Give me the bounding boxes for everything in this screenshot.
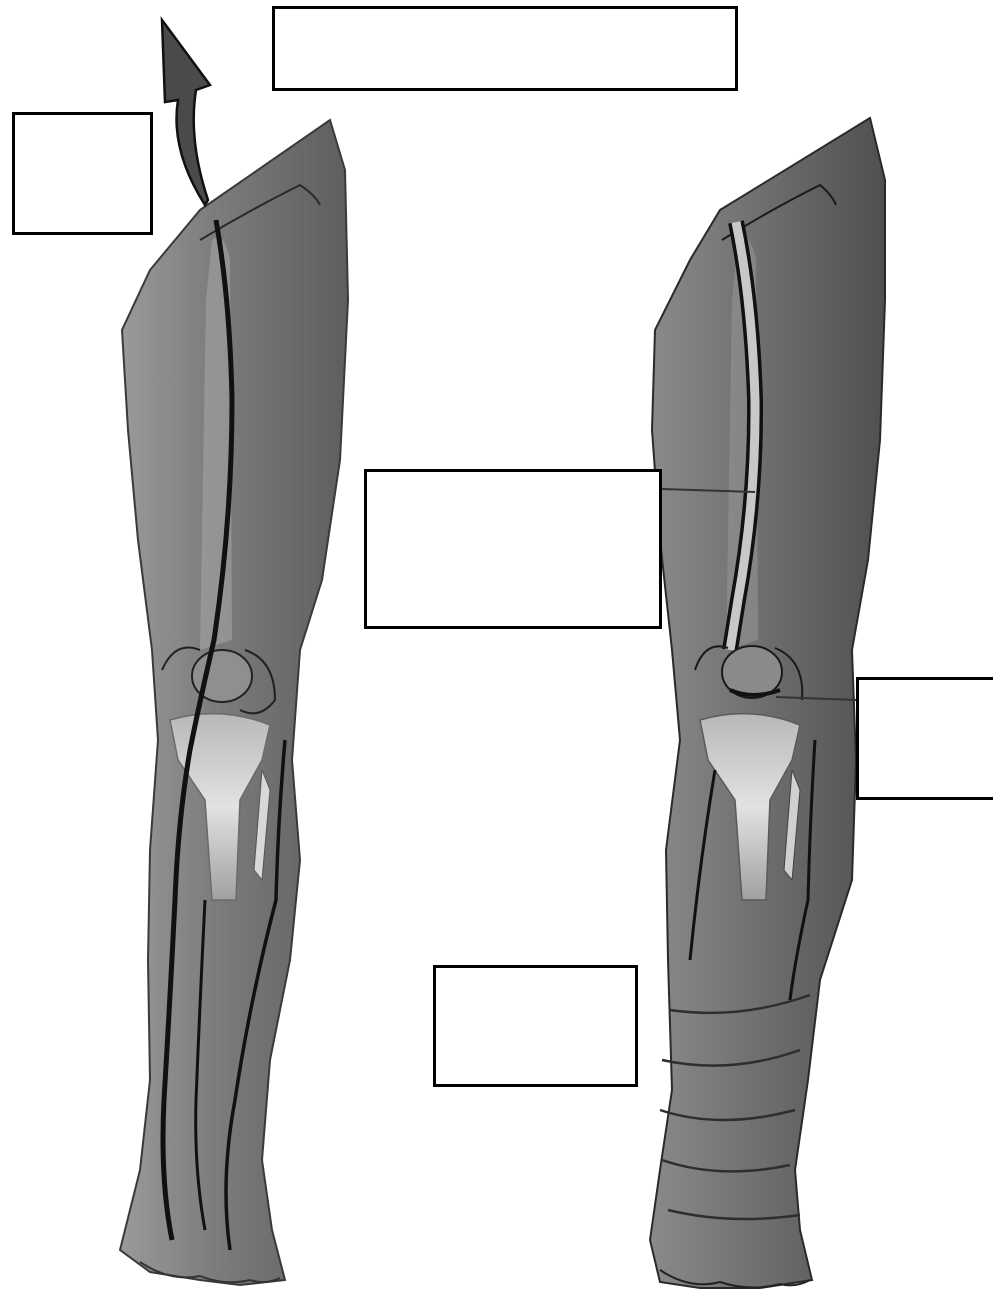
lower-label-box[interactable]: [433, 965, 638, 1087]
title-label-box[interactable]: [272, 6, 738, 91]
normal-leg-figure: [120, 120, 348, 1285]
middle-label-box[interactable]: [364, 469, 662, 629]
left-top-label-box[interactable]: [12, 112, 153, 235]
swollen-leg-outline: [650, 118, 885, 1288]
upward-curved-arrow-icon: [162, 20, 210, 205]
swollen-leg-figure: [650, 118, 885, 1288]
right-label-box[interactable]: [856, 677, 993, 800]
